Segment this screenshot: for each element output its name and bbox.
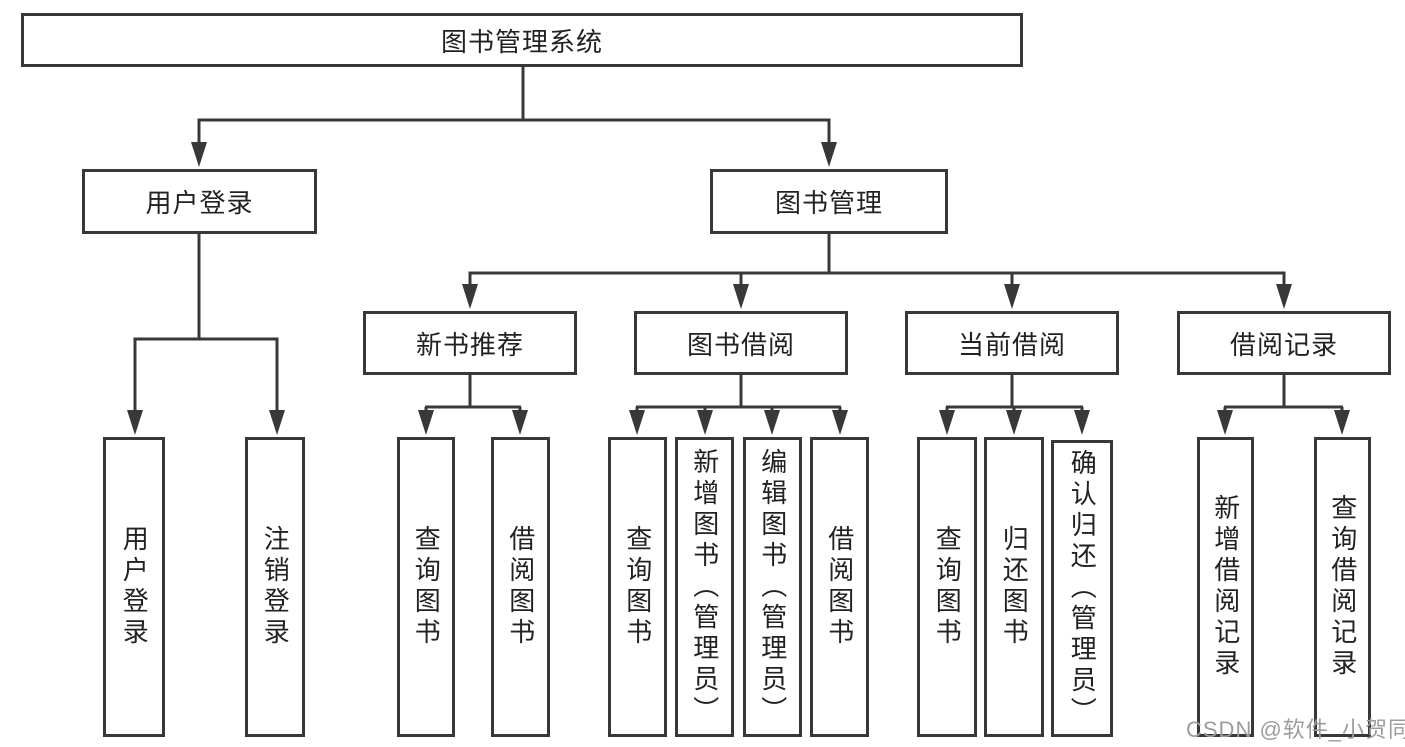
leaf-edit-book-admin-label: 编辑图书（管理员） (757, 447, 788, 727)
leaf-query-borrow-record-label: 查询借阅记录 (1327, 494, 1358, 680)
leaf-query-books-current-label: 查询图书 (932, 525, 963, 649)
leaf-logout-label: 注销登录 (260, 525, 291, 649)
node-new-book-recommend-label: 新书推荐 (415, 329, 524, 360)
node-current-borrowing: 当前借阅 (905, 311, 1119, 375)
leaf-add-borrow-record-label: 新增借阅记录 (1210, 494, 1241, 680)
node-book-borrowing-label: 图书借阅 (686, 329, 795, 360)
node-borrowing-records: 借阅记录 (1177, 311, 1391, 375)
leaf-query-books-current: 查询图书 (917, 437, 977, 737)
leaf-borrow-books-recommend: 借阅图书 (491, 437, 550, 737)
node-book-management-label: 图书管理 (774, 188, 883, 218)
leaf-borrow-books-borrowing: 借阅图书 (810, 437, 869, 737)
leaf-query-books-recommend-label: 查询图书 (411, 525, 442, 649)
leaf-query-borrow-record: 查询借阅记录 (1314, 437, 1371, 737)
leaf-borrow-books-recommend-label: 借阅图书 (505, 525, 536, 649)
leaf-query-books-recommend: 查询图书 (397, 437, 455, 737)
leaf-add-borrow-record: 新增借阅记录 (1197, 437, 1254, 737)
leaf-borrow-books-borrowing-label: 借阅图书 (824, 525, 855, 649)
node-book-management: 图书管理 (710, 169, 948, 234)
leaf-logout: 注销登录 (245, 437, 305, 737)
leaf-confirm-return-admin: 确认归还（管理员） (1051, 440, 1113, 737)
leaf-user-login: 用户登录 (103, 437, 165, 737)
leaf-add-book-admin-label: 新增图书（管理员） (689, 447, 720, 727)
leaf-return-book-label: 归还图书 (999, 525, 1030, 649)
node-user-login-label: 用户登录 (145, 188, 254, 218)
node-borrowing-records-label: 借阅记录 (1229, 329, 1338, 360)
leaf-confirm-return-admin-label: 确认归还（管理员） (1067, 449, 1098, 728)
leaf-query-books-borrowing: 查询图书 (608, 437, 667, 737)
node-current-borrowing-label: 当前借阅 (957, 329, 1066, 360)
leaf-return-book: 归还图书 (984, 437, 1044, 737)
leaf-query-books-borrowing-label: 查询图书 (622, 525, 653, 649)
leaf-user-login-label: 用户登录 (119, 525, 150, 649)
leaf-edit-book-admin: 编辑图书（管理员） (743, 437, 802, 737)
node-library-system: 图书管理系统 (21, 13, 1023, 67)
node-library-system-label: 图书管理系统 (440, 26, 603, 57)
node-user-login: 用户登录 (82, 169, 317, 234)
node-new-book-recommend: 新书推荐 (363, 311, 577, 375)
csdn-watermark: CSDN @软件_小贺同学 (1186, 717, 1405, 742)
leaf-add-book-admin: 新增图书（管理员） (675, 437, 734, 737)
node-book-borrowing: 图书借阅 (634, 311, 848, 375)
